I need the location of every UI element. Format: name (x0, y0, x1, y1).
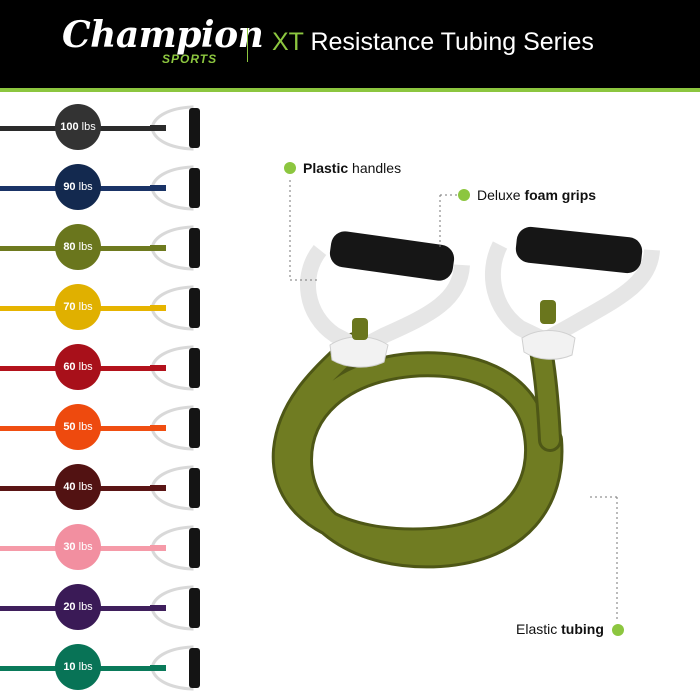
callout-leaders (289, 180, 618, 622)
resistance-badge: 90 lbs (55, 164, 101, 210)
header-divider (247, 28, 248, 62)
resistance-unit: lbs (78, 481, 93, 493)
handles-bullet (284, 162, 296, 174)
callout-grips-bold: foam grips (524, 187, 597, 203)
tube-variant-row: 20 lbs (0, 578, 215, 638)
callout-grips-text: Deluxe (477, 187, 525, 203)
resistance-value: 100 (60, 121, 79, 133)
tube-handle-icon (150, 105, 200, 151)
tube-variant-row: 50 lbs (0, 398, 215, 458)
callout-handles-bold: Plastic (303, 160, 349, 176)
resistance-unit: lbs (78, 241, 93, 253)
resistance-value: 70 (63, 301, 76, 313)
resistance-badge: 20 lbs (55, 584, 101, 630)
tube-variant-row: 70 lbs (0, 278, 215, 338)
tube-handle-icon (150, 465, 200, 511)
tube-handle-icon (150, 165, 200, 211)
grips-bullet (458, 189, 470, 201)
header-bar: Champion SPORTS XT Resistance Tubing Ser… (0, 0, 700, 88)
tubing-coil (271, 332, 564, 569)
resistance-value: 80 (63, 241, 76, 253)
resistance-value: 60 (63, 361, 76, 373)
resistance-unit: lbs (78, 301, 93, 313)
resistance-unit: lbs (81, 121, 96, 133)
right-handle (485, 226, 660, 360)
resistance-unit: lbs (78, 361, 93, 373)
resistance-value: 30 (63, 541, 76, 553)
resistance-value: 40 (63, 481, 76, 493)
tube-variant-row: 80 lbs (0, 218, 215, 278)
tube-handle-icon (150, 405, 200, 451)
resistance-badge: 50 lbs (55, 404, 101, 450)
brand-logo: Champion SPORTS (62, 14, 264, 72)
tube-variant-row: 100 lbs (0, 98, 215, 158)
logo-subtitle: SPORTS (162, 52, 218, 66)
tube-variant-row: 30 lbs (0, 518, 215, 578)
tube-handle-icon (150, 285, 200, 331)
callout-foam-grips: Deluxe foam grips (477, 187, 596, 203)
title-prefix: XT (272, 28, 304, 56)
callout-tubing-text: Elastic (516, 621, 562, 637)
resistance-value: 50 (63, 421, 76, 433)
resistance-unit: lbs (78, 601, 93, 613)
resistance-badge: 40 lbs (55, 464, 101, 510)
resistance-badge: 80 lbs (55, 224, 101, 270)
tube-variant-row: 10 lbs (0, 638, 215, 698)
resistance-unit: lbs (78, 661, 93, 673)
resistance-value: 10 (63, 661, 76, 673)
page-title: XT Resistance Tubing Series (272, 28, 594, 57)
resistance-value: 20 (63, 601, 76, 613)
tubing-bullet (612, 624, 624, 636)
callout-handles-text: handles (348, 160, 402, 176)
tube-handle-icon (150, 525, 200, 571)
tube-handle-icon (150, 585, 200, 631)
callout-tubing-bold: tubing (561, 621, 604, 637)
resistance-badge: 10 lbs (55, 644, 101, 690)
header-accent-line (0, 88, 700, 92)
callout-plastic-handles: Plastic handles (303, 160, 401, 176)
callout-elastic-tubing: Elastic tubing (516, 621, 604, 637)
resistance-badge: 70 lbs (55, 284, 101, 330)
resistance-value: 90 (63, 181, 76, 193)
left-handle (300, 231, 470, 368)
tube-variant-row: 40 lbs (0, 458, 215, 518)
resistance-badge: 100 lbs (55, 104, 101, 150)
resistance-unit: lbs (78, 541, 93, 553)
tube-handle-icon (150, 345, 200, 391)
resistance-unit: lbs (78, 181, 93, 193)
tube-handle-icon (150, 225, 200, 271)
title-text: Resistance Tubing Series (303, 28, 594, 56)
tube-handle-icon (150, 645, 200, 691)
resistance-unit: lbs (78, 421, 93, 433)
resistance-badge: 30 lbs (55, 524, 101, 570)
tube-variant-row: 60 lbs (0, 338, 215, 398)
resistance-badge: 60 lbs (55, 344, 101, 390)
logo-wordmark: Champion (62, 14, 264, 56)
tube-variant-row: 90 lbs (0, 158, 215, 218)
